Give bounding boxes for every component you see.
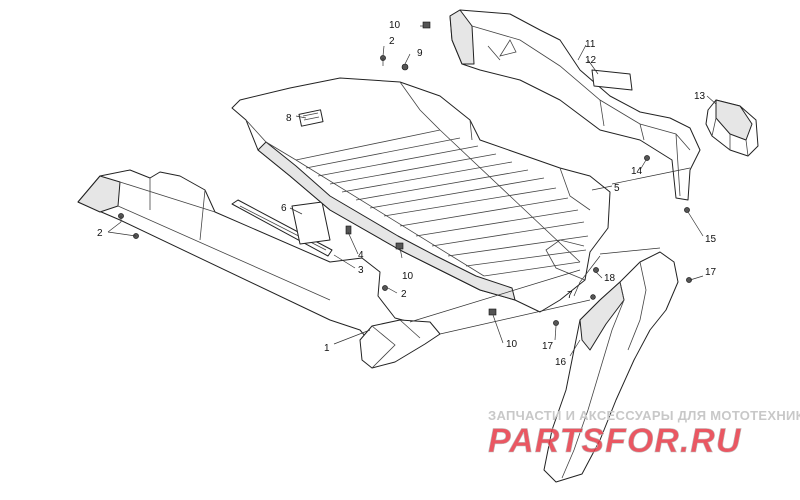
rivet-icon <box>590 294 596 300</box>
callout-8: 8 <box>286 113 292 124</box>
callout-5: 5 <box>614 183 620 194</box>
callout-6: 6 <box>281 203 287 214</box>
clip-icon <box>422 21 431 29</box>
callout-labels: 1 2 2 2 3 4 5 6 7 8 9 10 10 10 11 12 13 … <box>97 20 717 368</box>
callout-13: 13 <box>694 91 706 102</box>
callout-4: 4 <box>358 250 364 261</box>
callout-10: 10 <box>506 339 518 350</box>
clip-icon <box>488 308 497 316</box>
screw-icon <box>380 55 386 66</box>
callout-17: 17 <box>542 341 554 352</box>
decal-sheet <box>291 201 331 245</box>
callout-14: 14 <box>631 166 643 177</box>
lower-right-fender <box>543 251 679 483</box>
callout-7: 7 <box>567 290 573 301</box>
rivet-icon <box>684 207 690 213</box>
tail-light <box>705 99 759 157</box>
callout-2: 2 <box>97 228 103 239</box>
callout-11: 11 <box>585 39 596 50</box>
callout-2: 2 <box>401 289 407 300</box>
watermark-tagline: ЗАПЧАСТИ И АКСЕССУАРЫ ДЛЯ МОТОТЕХНИКИ <box>488 408 800 423</box>
left-side-panel <box>77 169 441 369</box>
callout-15: 15 <box>705 234 717 245</box>
hardware <box>118 21 692 326</box>
callout-9: 9 <box>417 48 423 59</box>
rivet-icon <box>644 155 650 161</box>
callout-1: 1 <box>324 343 330 354</box>
clip-icon <box>395 242 404 250</box>
callout-10: 10 <box>389 20 401 31</box>
screw-icon <box>118 213 124 222</box>
rivet-icon <box>401 63 409 71</box>
callout-10: 10 <box>402 271 414 282</box>
callout-12: 12 <box>585 55 597 66</box>
callout-16: 16 <box>555 357 567 368</box>
clip-icon <box>345 225 352 235</box>
watermark: ЗАПЧАСТИ И АКСЕССУАРЫ ДЛЯ МОТОТЕХНИКИ PA… <box>488 408 800 460</box>
callout-2: 2 <box>389 36 395 47</box>
rivet-icon <box>553 320 559 326</box>
watermark-logo: PARTSFOR.RU <box>488 422 742 460</box>
callout-3: 3 <box>358 265 364 276</box>
rivet-icon <box>686 277 692 283</box>
cargo-bed <box>231 77 611 313</box>
screw-icon <box>593 267 599 273</box>
leader-lines <box>107 25 717 357</box>
callout-18: 18 <box>604 273 616 284</box>
callout-17: 17 <box>705 267 717 278</box>
screw-icon <box>382 285 388 291</box>
rear-right-panel <box>449 9 701 201</box>
